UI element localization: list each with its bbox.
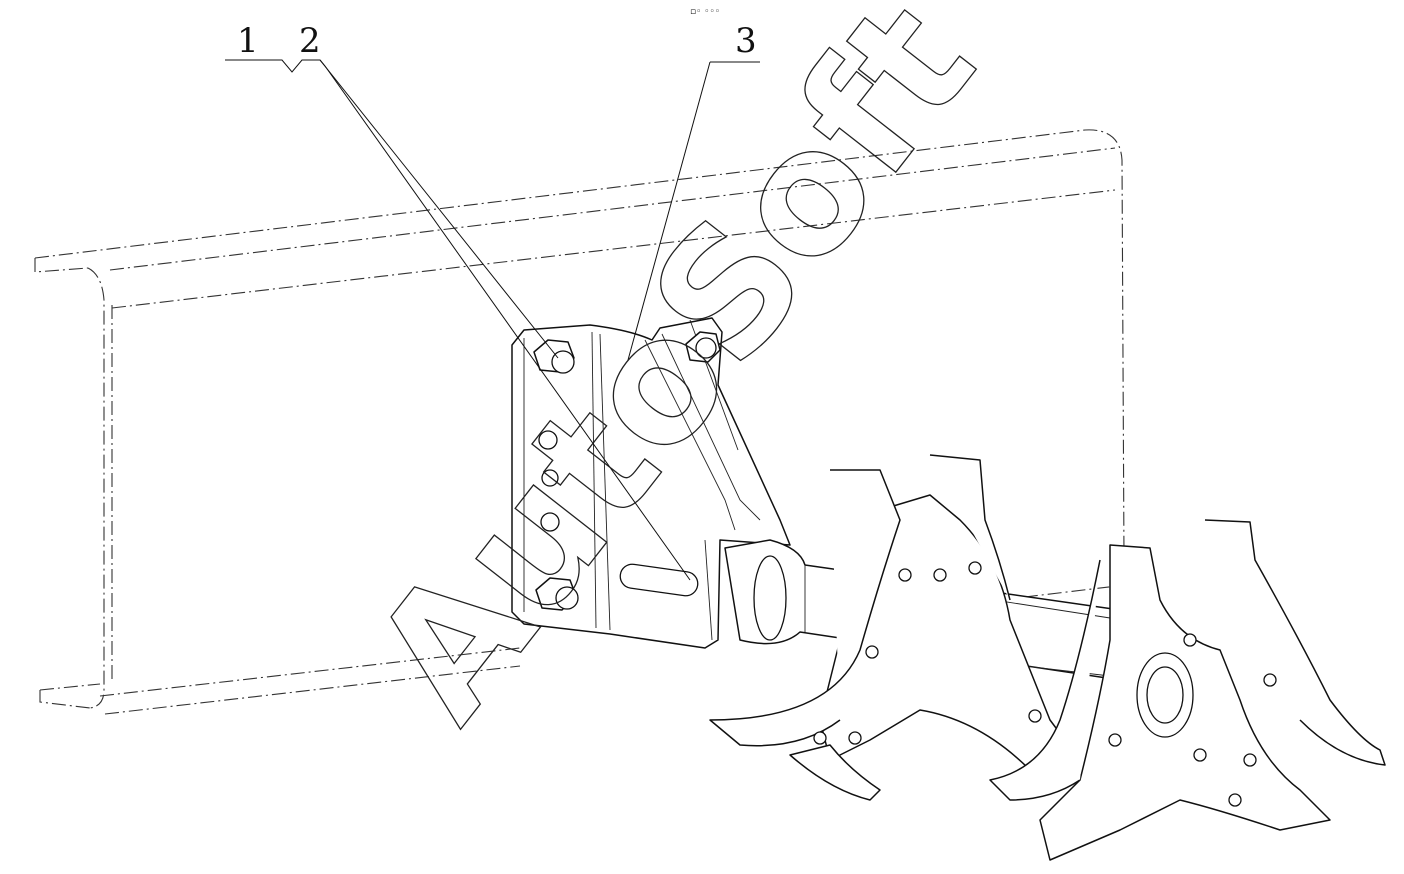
callout-2: 2 [299, 21, 321, 61]
bolt-nut-lower-left [535, 577, 579, 611]
frame-rail [34, 129, 1126, 715]
bolt-nut-upper-left [533, 339, 575, 374]
mounting-bracket [511, 317, 791, 649]
callout-3: 3 [735, 21, 757, 61]
callout-1: 1 [237, 21, 259, 61]
top-mark: ▫◦ ◦◦◦ [690, 7, 720, 17]
carrier-spider-front [709, 454, 1081, 801]
carrier-spider-rear [989, 519, 1386, 861]
bolt-nut-upper-right [685, 331, 721, 363]
leader-lines [225, 59, 760, 581]
